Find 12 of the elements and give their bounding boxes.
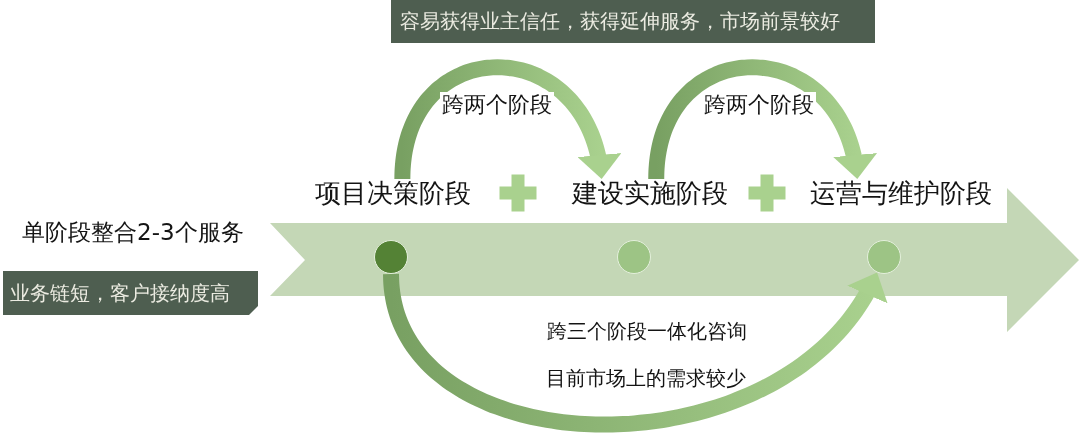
- note-banner: 业务链短，客户接纳度高: [3, 271, 258, 315]
- note-text: 单阶段整合2-3个服务: [22, 219, 244, 246]
- edge-label: 跨三个阶段一体化咨询: [545, 320, 749, 343]
- stage-label: 项目决策阶段: [315, 179, 471, 209]
- note-text: 目前市场上的需求较少: [546, 367, 746, 390]
- stage-label: 运营与维护阶段: [810, 179, 992, 209]
- stage-label: 建设实施阶段: [572, 179, 728, 209]
- curved-arrow: [648, 59, 878, 180]
- curved-arrow: [394, 59, 622, 180]
- edge-label: 跨两个阶段: [440, 92, 554, 118]
- edge-label: 跨两个阶段: [702, 92, 816, 118]
- note-banner: 容易获得业主信任，获得延伸服务，市场前景较好: [391, 0, 875, 43]
